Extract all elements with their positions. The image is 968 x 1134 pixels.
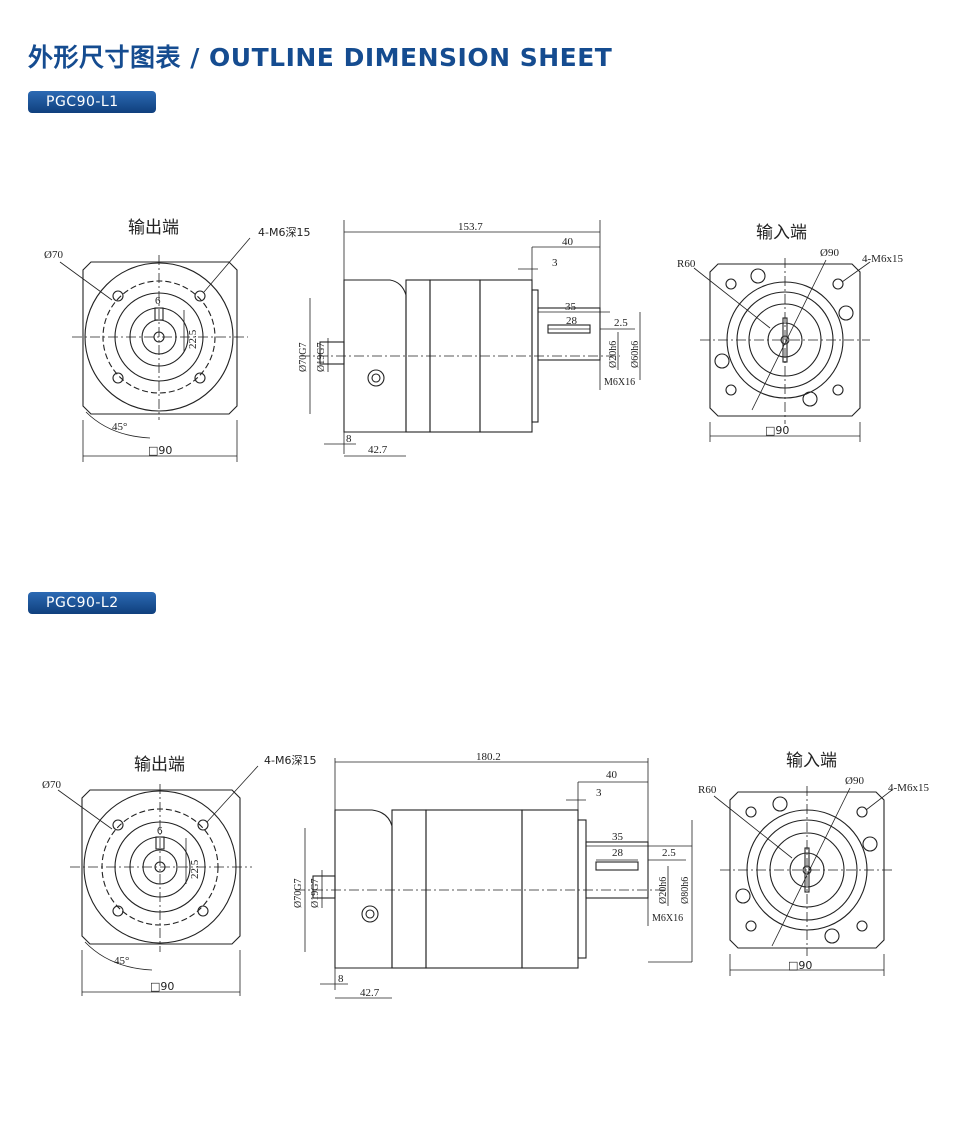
output-end-label: 输出端	[134, 755, 185, 775]
bolt-hole	[112, 290, 124, 302]
bolt-hole	[112, 819, 124, 831]
flange-square-dim: □90	[150, 980, 174, 993]
mount-hole	[802, 391, 818, 407]
model-badge-l2: PGC90-L2	[28, 592, 156, 614]
input-pcd-dim: Ø90	[845, 775, 864, 787]
output-view	[57, 765, 259, 996]
radius-dim: R60	[677, 258, 696, 270]
bolt-hole	[856, 920, 868, 932]
input-bolt-callout: 4-M6x15	[888, 782, 929, 794]
bolt-callout: 4-M6深15	[264, 754, 316, 767]
bolt-hole	[112, 905, 124, 917]
bolt-hole	[745, 806, 757, 818]
bolt-hole	[194, 372, 206, 384]
tap-thread-dim: M6X16	[604, 377, 635, 388]
output-view	[59, 237, 251, 462]
input-bore-dim: Ø20h6	[608, 341, 619, 368]
bolt-hole	[725, 384, 737, 396]
bolt-hole	[832, 384, 844, 396]
mount-hole	[862, 836, 878, 852]
input-bolt-callout: 4-M6x15	[862, 253, 903, 265]
output-length-dim: 42.7	[368, 444, 388, 456]
drawing-l1: 输出端 4-M6深15 Ø70 6 22.5 45° □90 153.7 40 …	[44, 218, 903, 462]
bore-depth-dim: 35	[565, 301, 577, 313]
angle-dim: 45°	[112, 421, 127, 433]
flange-thickness-dim: 8	[338, 973, 344, 985]
pcd-dim: Ø70	[42, 779, 61, 791]
output-spigot-dim: Ø70G7	[298, 343, 309, 372]
input-length-dim: 40	[562, 236, 574, 248]
flange-square-dim: □90	[148, 444, 172, 457]
angle-dim: 45°	[114, 955, 129, 967]
bolt-hole	[112, 372, 124, 384]
bolt-hole	[832, 278, 844, 290]
input-spigot-dim: Ø60h6	[630, 341, 641, 368]
input-length-dim: 40	[606, 769, 618, 781]
radius-dim: R60	[698, 784, 717, 796]
input-pcd-dim: Ø90	[820, 247, 839, 259]
mount-hole	[735, 888, 751, 904]
bolt-callout: 4-M6深15	[258, 226, 310, 239]
overall-length-dim: 180.2	[476, 751, 501, 763]
pcd-dim: Ø70	[44, 249, 63, 261]
key-height-dim: 22.5	[189, 859, 201, 879]
keyway-dim: 6	[157, 825, 163, 837]
key-length-dim: 28	[612, 847, 624, 859]
mount-hole	[838, 305, 854, 321]
keyway-dim: 6	[155, 295, 161, 307]
output-length-dim: 42.7	[360, 987, 380, 999]
side-view	[295, 758, 693, 999]
input-flange-square-dim: □90	[765, 424, 789, 437]
flange-thickness-dim: 8	[346, 433, 352, 445]
mount-hole	[824, 928, 840, 944]
key-offset-dim: 2.5	[614, 317, 628, 329]
input-flange-square-dim: □90	[788, 959, 812, 972]
input-offset-dim: 3	[552, 257, 558, 269]
bore-depth-dim: 35	[612, 831, 624, 843]
drawing-l2: 输出端 4-M6深15 Ø70 6 22.5 45° □90 180.2 40	[42, 751, 929, 999]
bolt-hole	[856, 806, 868, 818]
bolt-hole	[197, 905, 209, 917]
input-spigot-dim: Ø80h6	[680, 877, 691, 904]
mount-hole	[750, 268, 766, 284]
input-end-label: 输入端	[756, 223, 807, 243]
input-end-label: 输入端	[786, 751, 837, 771]
output-shaft-dim: Ø19G7	[316, 343, 327, 372]
bolt-hole	[194, 290, 206, 302]
tap-thread-dim: M6X16	[652, 913, 683, 924]
key-offset-dim: 2.5	[662, 847, 676, 859]
bolt-hole	[745, 920, 757, 932]
mount-hole	[714, 353, 730, 369]
input-bore-dim: Ø20h6	[658, 877, 669, 904]
output-end-label: 输出端	[128, 218, 179, 238]
page-title: 外形尺寸图表 / OUTLINE DIMENSION SHEET	[28, 43, 613, 72]
key-length-dim: 28	[566, 315, 578, 327]
input-offset-dim: 3	[596, 787, 602, 799]
overall-length-dim: 153.7	[458, 221, 483, 233]
model-badge-l1: PGC90-L1	[28, 91, 156, 113]
output-shaft-dim: Ø19G7	[310, 879, 321, 908]
side-view	[300, 220, 641, 457]
output-spigot-dim: Ø70G7	[293, 879, 304, 908]
input-view	[693, 258, 871, 442]
bolt-hole	[725, 278, 737, 290]
key-height-dim: 22.5	[187, 329, 199, 349]
input-view	[713, 786, 894, 976]
mount-hole	[772, 796, 788, 812]
bolt-hole	[197, 819, 209, 831]
